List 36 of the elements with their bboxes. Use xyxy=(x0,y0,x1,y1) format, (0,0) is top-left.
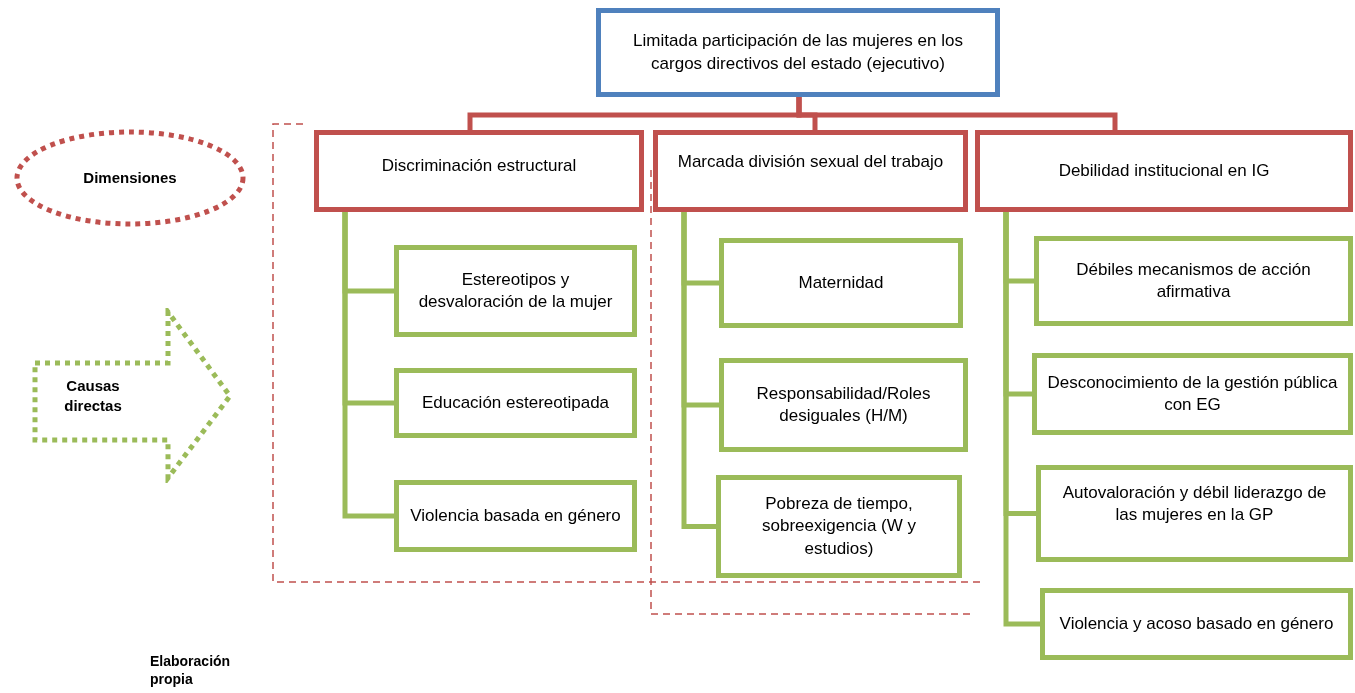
connector-line xyxy=(1003,212,1040,627)
dimension-box xyxy=(975,130,1353,212)
node-text: Discriminación estructural xyxy=(380,155,578,177)
source-note: Elaboración propia xyxy=(150,652,232,689)
node-text: Marcada división sexual del trabajo xyxy=(676,151,945,173)
node-text: Autovaloración y débil liderazgo de las mujeres en la GP xyxy=(1061,482,1328,527)
node-text: Dimensiones xyxy=(82,168,178,188)
node-text: Débiles mecanismos de acción afirmativa xyxy=(1075,258,1312,303)
connector-line xyxy=(681,212,716,529)
node-text: Responsabilidad/Roles desiguales (H/M) xyxy=(755,382,932,427)
node-text: Limitada participación de las mujeres en los cargos directivos del estado (ejecutivo) xyxy=(632,30,964,75)
dimension-box xyxy=(653,130,968,212)
node-text: Estereotipos y desvaloración de la mujer xyxy=(417,268,614,313)
cause-box xyxy=(1034,236,1353,326)
cause-box xyxy=(394,368,637,438)
node-text: Debilidad institucional en IG xyxy=(1057,159,1271,182)
node-text: Maternidad xyxy=(797,271,885,294)
node-text: Desconocimiento de la gestión pública con EG xyxy=(1046,371,1339,416)
cause-box xyxy=(1032,353,1353,435)
connector-line xyxy=(342,212,394,519)
node-text: Pobreza de tiempo, sobreexigencia (W y estudios) xyxy=(761,493,917,560)
cause-box xyxy=(1040,588,1353,660)
cause-box xyxy=(394,480,637,552)
node-text: Causas directas xyxy=(63,376,123,415)
cause-box xyxy=(719,358,968,452)
problem-box xyxy=(596,8,1000,97)
cause-box xyxy=(716,475,962,578)
node-text: Educación estereotipada xyxy=(420,391,611,414)
node-text: Violencia y acoso basado en género xyxy=(1058,612,1335,635)
node-text: Violencia basada en género xyxy=(409,504,622,527)
cause-box xyxy=(394,245,637,337)
cause-box xyxy=(719,238,963,328)
dimension-box xyxy=(314,130,644,212)
connector-line xyxy=(796,97,1118,130)
legend-ellipse xyxy=(13,128,247,228)
cause-box xyxy=(1036,465,1353,562)
